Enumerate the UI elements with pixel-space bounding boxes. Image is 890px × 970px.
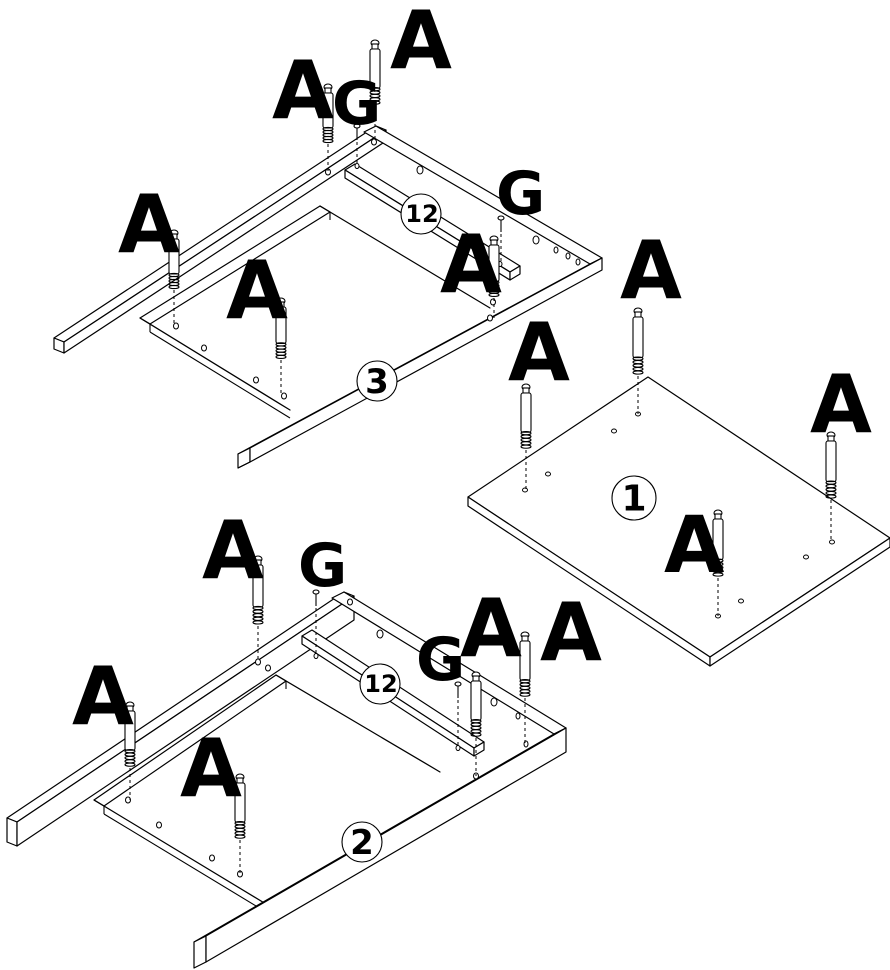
frame-2-number: 2 <box>350 823 374 863</box>
frame-3-right-board <box>237 125 603 469</box>
cam-bolt-icon <box>252 555 264 662</box>
frame-2-cross-top <box>275 674 441 773</box>
cam-bolt-icon <box>322 83 334 172</box>
screw-letter-g: G <box>496 159 545 229</box>
cam-bolt-letter-a: A <box>226 244 288 337</box>
screw-icon <box>353 123 361 166</box>
cam-bolt-letter-a: A <box>390 0 452 87</box>
screw-icon <box>312 589 320 656</box>
cam-bolt-icon <box>234 773 246 874</box>
cam-bolt-letter-a: A <box>440 218 502 311</box>
panel-1: 1 <box>467 376 890 667</box>
cam-bolt-icon <box>520 383 532 490</box>
screw-icon <box>497 215 505 264</box>
screw-letter-g: G <box>416 625 465 695</box>
frame-2-cross-bottom <box>93 674 287 913</box>
cam-bolt-icon <box>712 509 724 616</box>
cam-bolt-icon <box>519 631 531 744</box>
cam-bolt-letter-a: A <box>810 358 872 451</box>
cam-bolt-icon <box>369 39 381 142</box>
frame-3-rail-label: 12 <box>400 193 442 235</box>
frame-3-cross-top <box>319 205 491 309</box>
cam-bolt-icon <box>488 235 500 318</box>
frame-2-rail-label: 12 <box>359 663 401 705</box>
frame-3-number: 3 <box>365 362 389 402</box>
frame-3-label: 3 <box>356 360 398 402</box>
frame-3: 3 12 <box>53 125 603 469</box>
cam-bolt-icon <box>470 671 482 776</box>
frame-3-cross-bottom <box>139 205 331 419</box>
frame-3-rail-number: 12 <box>405 200 438 228</box>
cam-bolt-letter-a: A <box>272 44 334 137</box>
cam-bolt-letter-a: A <box>508 306 570 399</box>
cam-bolt-letter-a: A <box>118 178 180 271</box>
screw-letter-g: G <box>298 531 347 601</box>
frame-2-rail-number: 12 <box>364 670 397 698</box>
frame-2-left-board <box>6 591 355 847</box>
cam-bolt-letter-a: A <box>202 504 264 597</box>
cam-bolt-letter-a: A <box>540 586 602 679</box>
cam-bolt-letter-a: A <box>664 501 724 591</box>
frame-3-left-board <box>53 125 387 354</box>
panel-1-label: 1 <box>611 475 657 521</box>
panel-1-number: 1 <box>621 479 646 520</box>
cam-bolt-icon <box>632 307 644 414</box>
screw-icon <box>454 681 462 748</box>
cam-bolt-letter-a: A <box>460 582 522 675</box>
cam-bolt-letter-a: A <box>72 650 134 743</box>
cam-bolt-letter-a: A <box>180 722 242 815</box>
cam-bolt-icon <box>124 701 136 800</box>
frame-2-holes <box>125 598 529 878</box>
cam-bolt-letter-a: A <box>620 224 682 317</box>
screw-letter-g: G <box>332 69 381 139</box>
cam-bolt-icon <box>168 229 180 326</box>
frame-2-label: 2 <box>341 821 383 863</box>
cam-bolt-icon <box>275 297 287 396</box>
frame-2: 2 12 <box>6 591 567 969</box>
cam-bolt-icon <box>825 431 837 542</box>
